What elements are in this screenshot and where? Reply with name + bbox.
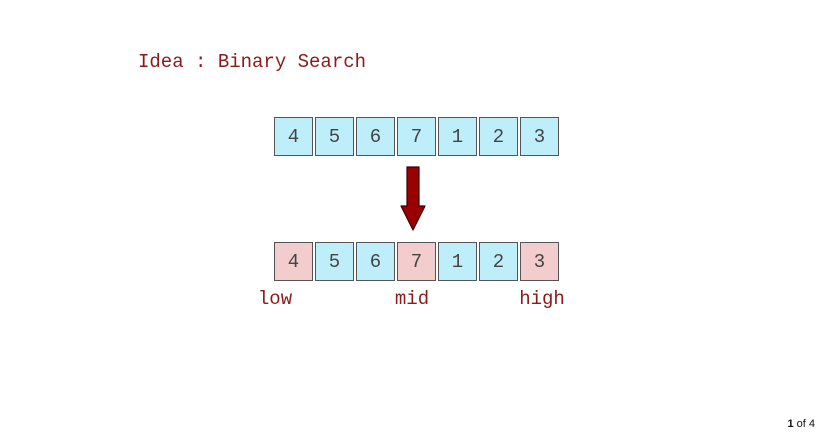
array-cell: 6 [356,117,395,156]
page-indicator: 1 of 4 [787,418,815,430]
search-array: 4 5 6 7 1 2 3 [274,242,561,281]
array-cell: 2 [479,117,518,156]
high-pointer-label: high [519,288,565,310]
array-cell: 1 [438,242,477,281]
page-title: Idea : Binary Search [138,51,367,73]
array-cell: 2 [479,242,518,281]
array-cell-high: 3 [520,242,559,281]
array-cell: 3 [520,117,559,156]
array-cell-low: 4 [274,242,313,281]
current-page: 1 [787,418,794,430]
array-cell: 1 [438,117,477,156]
array-cell: 6 [356,242,395,281]
array-cell-mid: 7 [397,242,436,281]
array-cell: 5 [315,117,354,156]
array-cell: 7 [397,117,436,156]
input-array: 4 5 6 7 1 2 3 [274,117,561,156]
down-arrow-icon [400,166,426,231]
array-cell: 5 [315,242,354,281]
pager-of: of [796,418,806,430]
array-cell: 4 [274,117,313,156]
low-pointer-label: low [257,288,293,310]
mid-pointer-label: mid [394,288,430,310]
total-pages: 4 [808,418,815,430]
